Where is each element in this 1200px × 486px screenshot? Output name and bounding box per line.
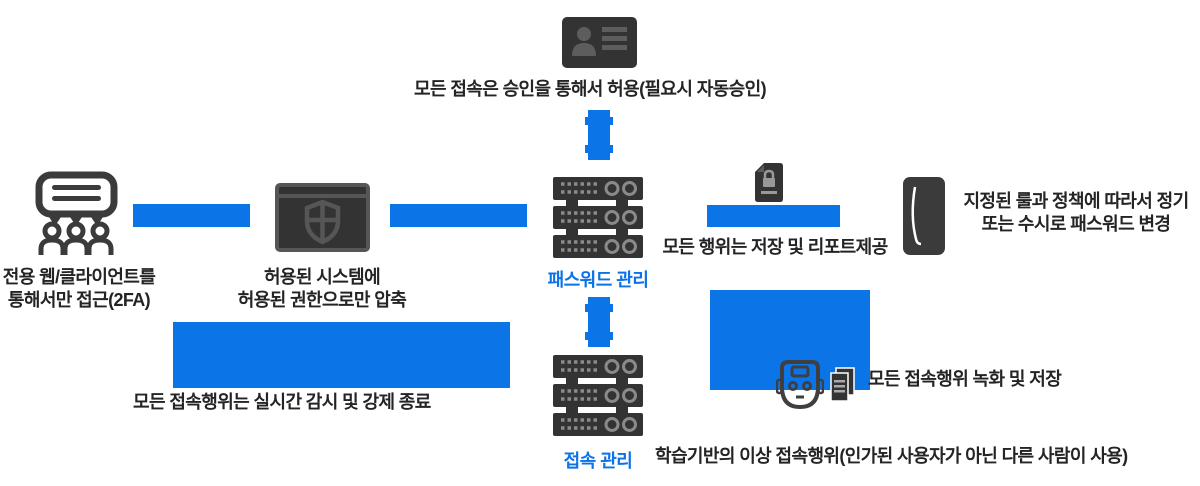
documents-icon (830, 367, 855, 402)
password-rotation-caption: 지정된 룰과 정책에 따라서 정기 또는 수시로 패스워드 변경 (952, 190, 1200, 236)
double-arrow-vertical-top (585, 110, 613, 160)
rounded-device-icon (903, 177, 945, 255)
password-manager-label: 패스워드 관리 (547, 270, 649, 290)
locked-document-icon (755, 163, 783, 202)
permission-caption-line2: 허용된 권한으로만 압축 (237, 290, 407, 310)
password-rotation-line1: 지정된 룰과 정책에 따라서 정기 (963, 191, 1189, 211)
client-caption: 전용 웹/클라이언트를 통해서만 접근(2FA) (0, 266, 158, 312)
anomaly-caption: 학습기반의 이상 접속행위(인가된 사용자가 아닌 다른 사람이 사용) (655, 446, 1128, 466)
connector-bar-1 (133, 204, 250, 227)
server-stack-icon (553, 177, 643, 258)
shield-window-icon (275, 183, 370, 252)
client-caption-line1: 전용 웹/클라이언트를 (2, 267, 156, 287)
permission-caption-line1: 허용된 시스템에 (263, 267, 381, 287)
access-manager-label: 접속 관리 (563, 451, 633, 471)
id-card-icon (562, 17, 637, 68)
recording-caption: 모든 접속행위 녹화 및 저장 (868, 369, 1062, 389)
connector-bar-3 (707, 205, 840, 227)
monitoring-block (173, 322, 510, 388)
connector-bar-2 (390, 204, 527, 227)
permission-caption: 허용된 시스템에 허용된 권한으로만 압축 (228, 266, 416, 312)
double-arrow-vertical-bottom (585, 297, 613, 347)
monitoring-caption: 모든 접속행위는 실시간 감시 및 강제 종료 (133, 392, 431, 412)
client-caption-line2: 통해서만 접근(2FA) (7, 290, 151, 310)
approval-caption: 모든 접속은 승인을 통해서 허용(필요시 자동승인) (414, 79, 767, 99)
password-rotation-line2: 또는 수시로 패스워드 변경 (981, 214, 1171, 234)
report-caption: 모든 행위는 저장 및 리포트제공 (662, 237, 888, 257)
robot-head-icon (776, 360, 824, 410)
audience-chat-icon (35, 171, 118, 255)
server-stack-icon (553, 355, 643, 436)
